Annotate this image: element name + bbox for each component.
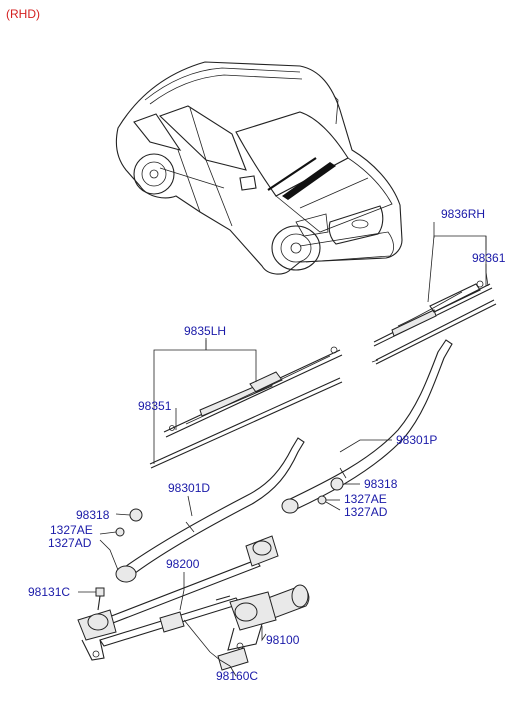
label-9836rh: 9836RH xyxy=(441,207,485,221)
bracket-98160c xyxy=(217,647,249,671)
wiper-arm-98301d xyxy=(115,437,305,583)
label-1327ae-right: 1327AE xyxy=(344,492,387,506)
wiper-blade-lh xyxy=(163,346,343,438)
nut-1327-right xyxy=(317,495,327,505)
vehicle-illustration xyxy=(115,61,403,275)
leader-lines xyxy=(78,222,489,677)
bracket-9835lh xyxy=(153,349,257,464)
label-98301d: 98301D xyxy=(168,481,210,495)
wiper-motor-98100 xyxy=(227,584,310,651)
label-98318-left: 98318 xyxy=(76,508,110,522)
bracket-9836rh xyxy=(427,235,487,303)
label-1327ad-right: 1327AD xyxy=(344,505,388,519)
cap-98318-left xyxy=(129,508,143,522)
nut-1327-left xyxy=(115,527,125,537)
label-98361: 98361 xyxy=(472,251,506,265)
label-98351: 98351 xyxy=(138,399,172,413)
label-98200: 98200 xyxy=(166,557,200,571)
label-98131c: 98131C xyxy=(28,585,70,599)
label-1327ae-left: 1327AE xyxy=(50,523,93,537)
wiper-arm-98301p xyxy=(281,339,453,514)
label-98100: 98100 xyxy=(266,633,300,647)
label-1327ad-left: 1327AD xyxy=(48,536,92,550)
label-98318-right: 98318 xyxy=(364,477,398,491)
wiper-blade-rh xyxy=(373,280,493,347)
label-98160c: 98160C xyxy=(216,669,258,683)
variant-tag: (RHD) xyxy=(6,7,40,21)
wiper-refill-lh xyxy=(149,377,343,469)
label-98301p: 98301P xyxy=(396,433,437,447)
label-9835lh: 9835LH xyxy=(184,324,226,338)
wiper-refill-rh xyxy=(371,299,497,365)
cap-98318-right xyxy=(330,477,344,491)
bolt-98131c xyxy=(95,587,105,611)
